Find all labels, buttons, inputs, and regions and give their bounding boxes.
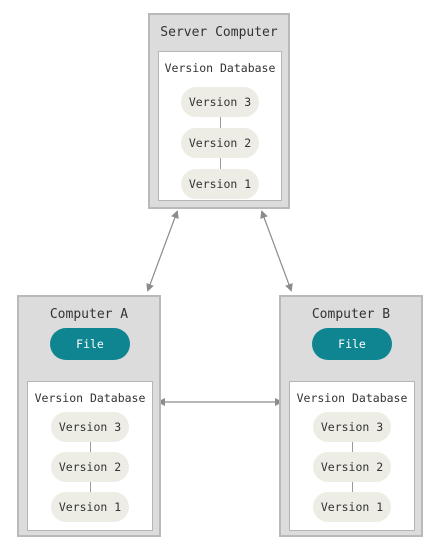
computer-a-version-1: Version 1: [51, 492, 129, 522]
computer-a-version-3: Version 3: [51, 412, 129, 442]
computer-b-version-link: [352, 482, 353, 493]
server-version-2: Version 2: [181, 128, 259, 158]
computer-a: Computer A File Version Database Version…: [17, 295, 161, 537]
computer-a-version-2: Version 2: [51, 452, 129, 482]
server-computer: Server Computer Version Database Version…: [148, 13, 290, 209]
server-version-3: Version 3: [181, 87, 259, 117]
computer-a-title: Computer A: [49, 307, 129, 322]
computer-a-version-link: [90, 442, 91, 453]
computer-a-version-link: [90, 482, 91, 493]
computer-b-database-title: Version Database: [296, 391, 408, 405]
server-version-link: [220, 117, 221, 128]
computer-b-version-2: Version 2: [313, 452, 391, 482]
server-database-title: Version Database: [164, 61, 276, 75]
computer-b-version-link: [352, 442, 353, 453]
server-version-database: Version Database Version 3 Version 2 Ver…: [158, 51, 282, 201]
server-to-computer-a-arrow: [146, 210, 179, 292]
server-version-1: Version 1: [181, 169, 259, 199]
server-version-link: [220, 158, 221, 169]
computer-b-version-3: Version 3: [313, 412, 391, 442]
computer-a-file: File: [50, 328, 130, 360]
computer-a-database-title: Version Database: [34, 391, 146, 405]
computer-b: Computer B File Version Database Version…: [279, 295, 423, 537]
computer-b-version-database: Version Database Version 3 Version 2 Ver…: [289, 381, 415, 531]
server-to-computer-b-arrow: [260, 210, 293, 292]
computer-b-file: File: [312, 328, 392, 360]
computer-b-title: Computer B: [311, 307, 391, 322]
computer-a-version-database: Version Database Version 3 Version 2 Ver…: [27, 381, 153, 531]
computer-b-version-1: Version 1: [313, 492, 391, 522]
server-computer-title: Server Computer: [160, 25, 278, 40]
